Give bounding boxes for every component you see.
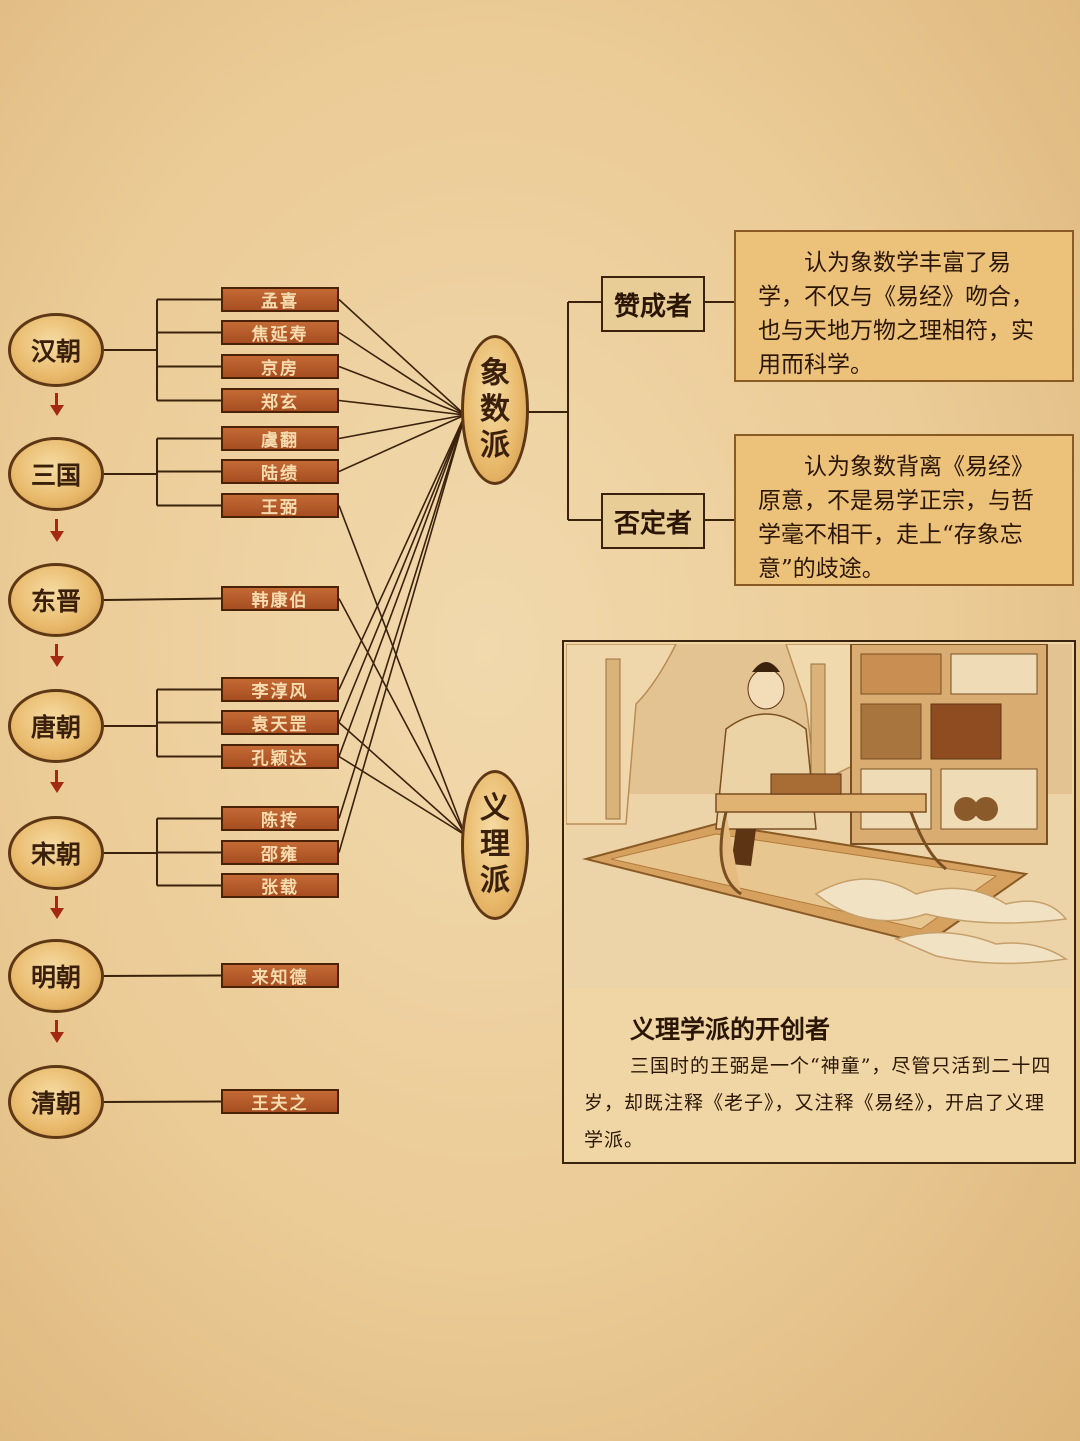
person-tag: 京房 [221, 354, 339, 379]
dynasty-song: 宋朝 [8, 816, 104, 890]
person-tag: 孔颖达 [221, 744, 339, 769]
panel-title: 义理学派的开创者 [630, 1010, 830, 1046]
person-tag: 焦延寿 [221, 320, 339, 345]
dynasty-sanguo: 三国 [8, 437, 104, 511]
school-yili: 义 理 派 [461, 770, 529, 920]
dynasty-ming: 明朝 [8, 939, 104, 1013]
down-arrow-icon [50, 1032, 64, 1043]
supporters-description: 认为象数学丰富了易学，不仅与《易经》吻合，也与天地万物之理相符，实用而科学。 [734, 230, 1074, 382]
person-tag: 张载 [221, 873, 339, 898]
person-tag: 邵雍 [221, 840, 339, 865]
stance-opponents-label: 否定者 [601, 493, 705, 549]
person-tag: 虞翻 [221, 426, 339, 451]
dynasty-han: 汉朝 [8, 313, 104, 387]
panel-body: 三国时的王弼是一个“神童”，尽管只活到二十四岁，却既注释《老子》，又注释《易经》… [584, 1048, 1060, 1159]
school-xiangshu: 象 数 派 [461, 335, 529, 485]
person-tag: 韩康伯 [221, 586, 339, 611]
person-tag: 王夫之 [221, 1089, 339, 1114]
person-tag: 来知德 [221, 963, 339, 988]
scholar-illustration [566, 644, 1072, 988]
school-yili-char: 派 [480, 863, 510, 899]
person-tag: 孟喜 [221, 287, 339, 312]
school-xiangshu-char: 数 [480, 392, 510, 428]
person-tag: 陈抟 [221, 806, 339, 831]
dynasty-dongjin: 东晋 [8, 563, 104, 637]
down-arrow-icon [50, 405, 64, 416]
down-arrow-icon [50, 782, 64, 793]
school-yili-char: 义 [480, 791, 510, 827]
school-xiangshu-char: 象 [480, 356, 510, 392]
school-yili-char: 理 [480, 827, 510, 863]
school-xiangshu-char: 派 [480, 428, 510, 464]
down-arrow-icon [50, 531, 64, 542]
dynasty-tang: 唐朝 [8, 689, 104, 763]
dynasty-qing: 清朝 [8, 1065, 104, 1139]
down-arrow-icon [50, 908, 64, 919]
person-tag: 郑玄 [221, 388, 339, 413]
person-tag: 王弼 [221, 493, 339, 518]
founder-panel: 义理学派的开创者 三国时的王弼是一个“神童”，尽管只活到二十四岁，却既注释《老子… [562, 640, 1076, 1164]
person-tag: 李淳风 [221, 677, 339, 702]
opponents-description: 认为象数背离《易经》原意，不是易学正宗，与哲学毫不相干，走上“存象忘意”的歧途。 [734, 434, 1074, 586]
stance-supporters-label: 赞成者 [601, 276, 705, 332]
person-tag: 陆绩 [221, 459, 339, 484]
person-tag: 袁天罡 [221, 710, 339, 735]
down-arrow-icon [50, 656, 64, 667]
